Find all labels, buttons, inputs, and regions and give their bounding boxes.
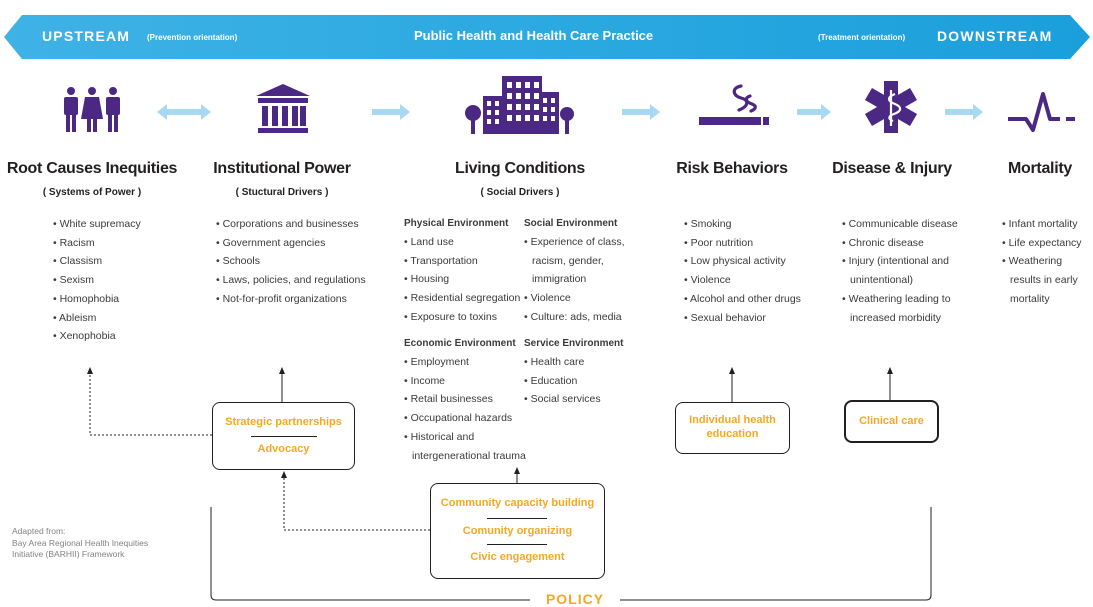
stage-title-institutional: Institutional Power	[213, 160, 351, 177]
source-credit: Adapted from: Bay Area Regional Health I…	[12, 526, 148, 561]
people-icon	[64, 87, 120, 132]
list-item: Ableism	[53, 309, 183, 328]
stage-subtitle-living-conditions: ( Social Drivers )	[480, 187, 560, 198]
right-arrow-icon	[797, 104, 831, 120]
list-item: Smoking	[684, 215, 814, 234]
community-capacity-box: Community capacity building Comunity org…	[430, 483, 605, 579]
service-environment-list: Health care Education Social services	[524, 353, 644, 409]
heartbeat-line-icon	[1008, 92, 1075, 132]
list-item: Exposure to toxins	[404, 308, 524, 327]
list-item: Communicable disease	[842, 215, 960, 234]
policy-label: POLICY	[530, 591, 620, 607]
list-item: Laws, policies, and regulations	[216, 271, 386, 290]
list-item: Chronic disease	[842, 234, 960, 253]
list-item: Injury (intentional and unintentional)	[842, 252, 960, 289]
mortality-list: Infant mortality Life expectancy Weather…	[1002, 215, 1090, 309]
list-item: Occupational hazards	[404, 409, 529, 428]
list-item: Employment	[404, 353, 529, 372]
physical-environment-list: Land use Transportation Housing Resident…	[404, 233, 524, 327]
list-item: Sexual behavior	[684, 309, 814, 328]
advocacy-label: Advocacy	[257, 443, 310, 455]
institutional-list: Corporations and businesses Government a…	[216, 215, 386, 309]
list-item: Transportation	[404, 252, 524, 271]
list-item: Homophobia	[53, 290, 183, 309]
upstream-label: UPSTREAM	[42, 28, 131, 44]
social-environment-heading: Social Environment	[524, 218, 618, 229]
prevention-orientation-label: (Prevention orientation)	[147, 33, 238, 42]
list-item: Experience of class, racism, gender, imm…	[524, 233, 656, 289]
service-environment-heading: Service Environment	[524, 338, 624, 349]
list-item: Infant mortality	[1002, 215, 1090, 234]
individual-health-education-box: Individual health education	[675, 402, 790, 454]
physical-environment-heading: Physical Environment	[404, 218, 509, 229]
list-item: Social services	[524, 390, 644, 409]
list-item: Health care	[524, 353, 644, 372]
list-item: Violence	[684, 271, 814, 290]
list-item: Xenophobia	[53, 327, 183, 346]
list-item: Housing	[404, 270, 524, 289]
individual-health-education-label: Individual health education	[689, 414, 776, 440]
right-arrow-icon	[622, 104, 660, 120]
list-item: Education	[524, 372, 644, 391]
root-causes-list: White supremacy Racism Classism Sexism H…	[53, 215, 183, 346]
clinical-care-label: Clinical care	[859, 415, 924, 427]
list-item: White supremacy	[53, 215, 183, 234]
list-item: Classism	[53, 252, 183, 271]
downstream-label: DOWNSTREAM	[937, 28, 1053, 44]
disease-injury-list: Communicable disease Chronic disease Inj…	[842, 215, 960, 327]
list-item: Historical and intergenerational trauma	[404, 428, 529, 465]
divider	[251, 436, 317, 437]
stage-title-root-causes: Root Causes Inequities	[6, 160, 178, 177]
civic-engagement-label: Civic engagement	[470, 551, 565, 563]
credit-line: Bay Area Regional Health Inequities	[12, 537, 149, 548]
banner-arrow	[4, 15, 1090, 59]
strategic-partnerships-label: Strategic partnerships	[225, 416, 342, 428]
risk-behaviors-list: Smoking Poor nutrition Low physical acti…	[684, 215, 814, 327]
list-item: Income	[404, 372, 529, 391]
list-item: Schools	[216, 252, 386, 271]
divider	[487, 518, 547, 519]
credit-line: Adapted from:	[12, 526, 66, 536]
list-item: Alcohol and other drugs	[684, 290, 814, 309]
stage-title-living-conditions: Living Conditions	[455, 160, 585, 177]
list-item: Corporations and businesses	[216, 215, 386, 234]
list-item: Retail businesses	[404, 390, 529, 409]
treatment-orientation-label: (Treatment orientation)	[818, 33, 906, 42]
credit-line: Initiative (BARHII) Framework	[12, 549, 125, 559]
stage-title-mortality: Mortality	[1008, 160, 1072, 177]
banner-title: Public Health and Health Care Practice	[414, 28, 654, 43]
community-organizing-label: Comunity organizing	[462, 525, 573, 537]
list-item: Land use	[404, 233, 524, 252]
list-item: Low physical activity	[684, 252, 814, 271]
list-item: Violence	[524, 289, 656, 308]
city-buildings-icon	[465, 76, 574, 134]
list-item: Culture: ads, media	[524, 308, 656, 327]
stage-title-risk-behaviors: Risk Behaviors	[676, 160, 788, 177]
list-item: Residential segregation	[404, 289, 524, 308]
right-arrow-icon	[372, 104, 410, 120]
community-capacity-building-label: Community capacity building	[440, 497, 595, 509]
institution-building-icon	[256, 84, 310, 133]
stage-subtitle-institutional: ( Stuctural Drivers )	[235, 187, 329, 198]
list-item: Life expectancy	[1002, 234, 1090, 253]
list-item: Government agencies	[216, 234, 386, 253]
list-item: Weathering results in early mortality	[1002, 252, 1090, 308]
economic-environment-heading: Economic Environment	[404, 338, 516, 349]
list-item: Weathering leading to increased morbidit…	[842, 290, 960, 327]
list-item: Not-for-profit organizations	[216, 290, 386, 309]
strategic-partnerships-advocacy-box: Strategic partnerships Advocacy	[212, 402, 355, 470]
right-arrow-icon	[945, 104, 983, 120]
stage-title-disease-injury: Disease & Injury	[832, 160, 952, 177]
economic-environment-list: Employment Income Retail businesses Occu…	[404, 353, 529, 465]
cigarette-smoke-icon	[699, 84, 769, 125]
list-item: Sexism	[53, 271, 183, 290]
list-item: Racism	[53, 234, 183, 253]
divider	[487, 544, 547, 545]
star-of-life-icon	[864, 81, 918, 133]
social-environment-list: Experience of class, racism, gender, imm…	[524, 233, 656, 327]
clinical-care-box: Clinical care	[844, 400, 939, 443]
list-item: Poor nutrition	[684, 234, 814, 253]
double-arrow-icon	[157, 104, 211, 120]
stage-subtitle-root-causes: ( Systems of Power )	[42, 187, 142, 198]
